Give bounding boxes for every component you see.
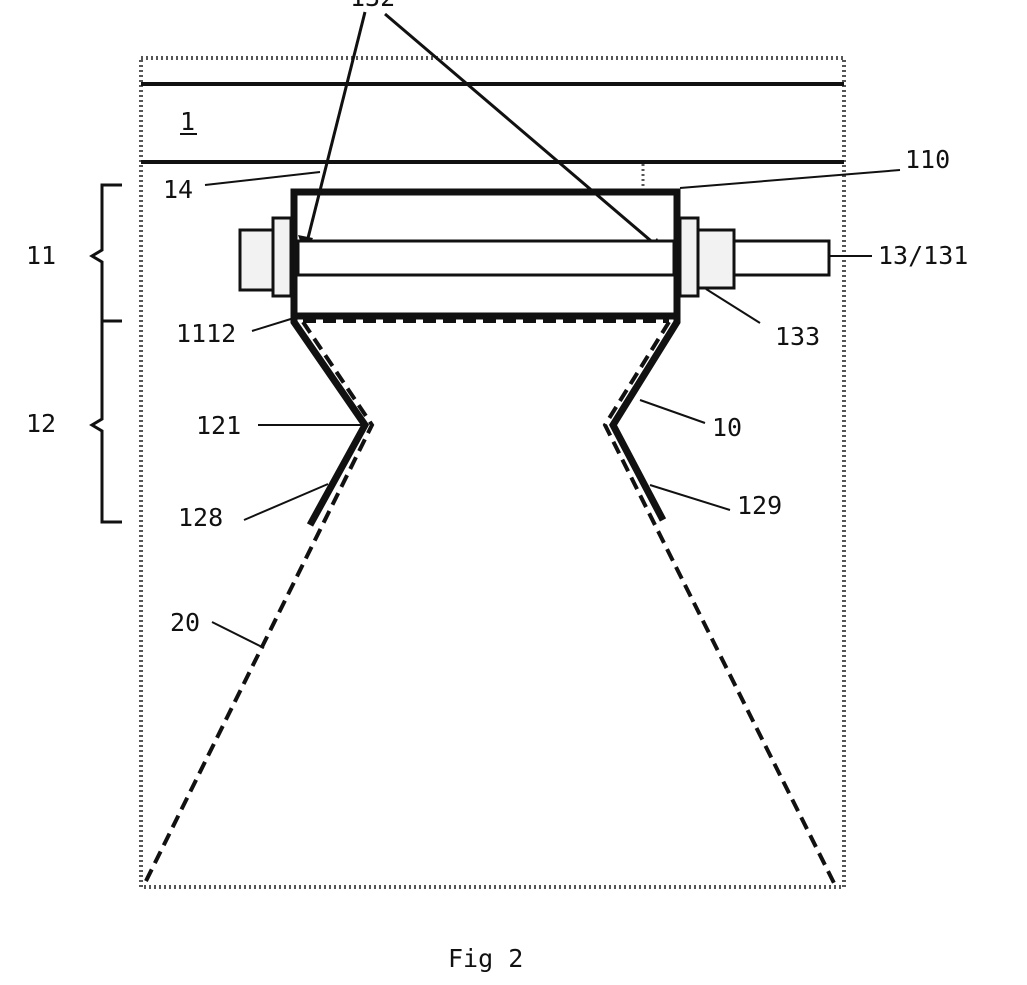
leader-14 [205, 172, 320, 185]
label-11: 11 [26, 241, 56, 270]
label-13-131: 13/131 [878, 241, 968, 270]
bag-left-dashed [144, 322, 372, 885]
label-132: 132 [350, 0, 395, 12]
leader-10 [640, 400, 705, 423]
bag-right-dashed [605, 322, 835, 885]
pointer-132-right [385, 14, 664, 252]
pointer-132-left [305, 12, 365, 250]
brace-11 [92, 185, 122, 321]
leader-20 [212, 622, 264, 648]
right-shaft [734, 241, 829, 275]
figure-caption: Fig 2 [448, 944, 523, 973]
label-121: 121 [196, 411, 241, 440]
leader-129 [650, 485, 730, 510]
label-14: 14 [163, 175, 193, 204]
label-128: 128 [178, 503, 223, 532]
label-20: 20 [170, 608, 200, 637]
label-1112: 1112 [176, 319, 236, 348]
label-129: 129 [737, 491, 782, 520]
label-1: 1 [180, 107, 195, 136]
right-flange [680, 218, 698, 296]
right-hub [698, 230, 734, 288]
label-10: 10 [712, 413, 742, 442]
leader-110 [680, 170, 900, 188]
brace-12 [92, 321, 122, 522]
label-110: 110 [905, 145, 950, 174]
leader-1112 [252, 318, 294, 331]
label-12: 12 [26, 409, 56, 438]
label-133: 133 [775, 322, 820, 351]
left-hub [240, 230, 273, 290]
roller-bar [298, 241, 674, 275]
leader-133 [706, 289, 760, 323]
left-flange [273, 218, 291, 296]
